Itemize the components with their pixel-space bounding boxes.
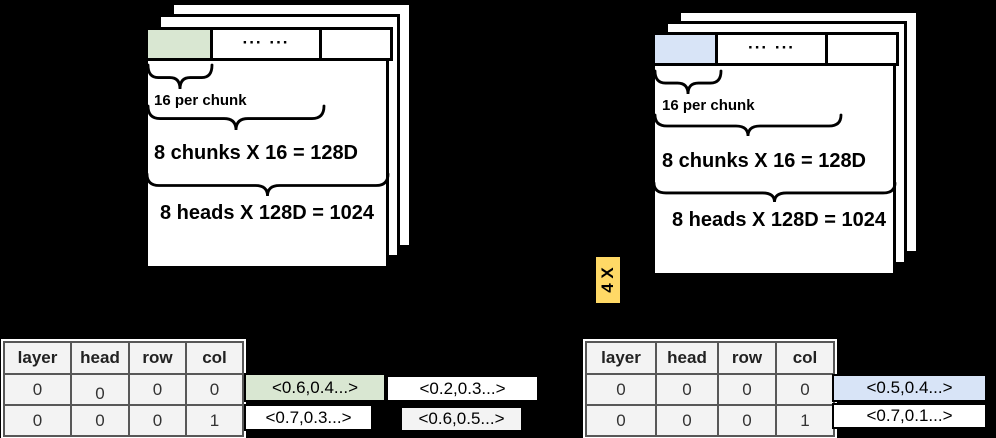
chunk-cell-highlighted-right — [652, 32, 718, 66]
table-cell: 0 — [717, 404, 777, 437]
table-cell: 0 — [185, 373, 244, 406]
repeat-4x-badge: 4 X — [596, 257, 620, 303]
table-cell: 0 — [128, 404, 187, 437]
header-cell: row — [717, 341, 777, 375]
table-cell: 0 — [70, 373, 130, 406]
table-cell: 0 — [70, 404, 130, 437]
table-cell: 0 — [128, 373, 187, 406]
table-cell: 0 — [3, 404, 72, 437]
brace-8-chunks-right — [653, 113, 843, 137]
header-cell: layer — [3, 341, 72, 375]
brace-8-heads-left — [145, 172, 390, 197]
header-cell: col — [775, 341, 835, 375]
index-table-right: layer head row col 0 0 0 0 0 0 0 1 — [583, 339, 837, 438]
label-16-per-chunk-left: 16 per chunk — [154, 92, 247, 109]
ellipsis-label: ... ... — [747, 33, 796, 53]
brace-16-per-chunk-right — [653, 69, 723, 95]
table-cell: 0 — [655, 404, 719, 437]
vector-cell-blue: <0.5,0.4...> — [832, 374, 987, 402]
table-header-row: layer head row col — [585, 341, 835, 375]
page-card-front-right — [652, 32, 896, 276]
ellipsis-label: ... ... — [242, 28, 290, 48]
page-card-front-left — [145, 27, 389, 269]
embedding-row-left: ... ... — [145, 27, 393, 61]
table-row: 0 0 0 0 — [585, 373, 835, 406]
table-cell: 0 — [717, 373, 777, 406]
chunk-cell-highlighted-left — [145, 27, 213, 61]
vector-cell-row2-key: <0.7,0.3...> — [244, 404, 373, 431]
label-8-heads-left: 8 heads X 128D = 1024 — [160, 202, 375, 224]
label-8-chunks-right: 8 chunks X 16 = 128D — [662, 150, 867, 172]
table-cell: 1 — [775, 404, 835, 437]
label-16-per-chunk-right: 16 per chunk — [662, 97, 755, 114]
vector-cell-row2-right: <0.7,0.1...> — [832, 403, 987, 429]
brace-8-chunks-left — [146, 104, 326, 131]
header-cell: head — [70, 341, 130, 375]
embedding-row-right: ... ... — [652, 32, 899, 66]
label-8-chunks-left: 8 chunks X 16 = 128D — [154, 142, 359, 164]
header-cell: head — [655, 341, 719, 375]
table-cell: 0 — [3, 373, 72, 406]
repeat-4x-label: 4 X — [598, 267, 617, 293]
header-cell: col — [185, 341, 244, 375]
table-cell: 0 — [585, 404, 657, 437]
table-header-row: layer head row col — [3, 341, 244, 375]
brace-16-per-chunk-left — [146, 63, 214, 90]
header-cell: layer — [585, 341, 657, 375]
chunk-cell-empty-right — [825, 32, 899, 66]
table-cell: 0 — [775, 373, 835, 406]
table-row: 0 0 0 1 — [3, 404, 244, 437]
index-table-left: layer head row col 0 0 0 0 0 0 0 1 — [1, 339, 246, 438]
vector-cell-row1-value: <0.2,0.3...> — [386, 375, 539, 402]
table-row: 0 0 0 0 — [3, 373, 244, 406]
table-cell: 1 — [185, 404, 244, 437]
chunk-cell-dots-left: ... ... — [210, 27, 322, 61]
chunk-cell-empty-left — [319, 27, 393, 61]
brace-8-heads-right — [652, 181, 897, 203]
table-row: 0 0 0 1 — [585, 404, 835, 437]
chunk-cell-dots-right: ... ... — [715, 32, 828, 66]
vector-cell-row2-value: <0.6,0.5...> — [400, 406, 523, 432]
table-cell: 0 — [585, 373, 657, 406]
table-cell: 0 — [655, 373, 719, 406]
header-cell: row — [128, 341, 187, 375]
label-8-heads-right: 8 heads X 128D = 1024 — [672, 209, 887, 231]
vector-cell-green: <0.6,0.4...> — [244, 373, 386, 402]
